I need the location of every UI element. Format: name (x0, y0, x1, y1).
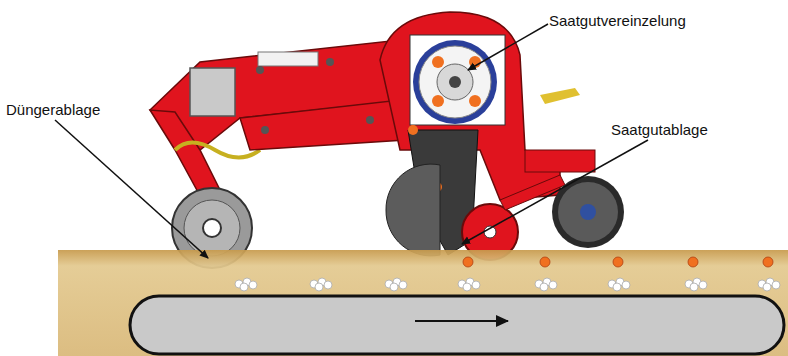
seed-grains (463, 257, 773, 267)
soil-band (58, 250, 788, 356)
direction-arrow (415, 320, 508, 322)
conveyor-belt (130, 296, 784, 354)
part-label: Saatgutablage (611, 121, 708, 139)
fertilizer-pellets (235, 278, 780, 291)
leader-line (462, 140, 648, 244)
part-label: Düngerablage (6, 101, 100, 119)
leader-line (55, 120, 208, 258)
leader-line (468, 24, 548, 70)
machine-frame (150, 12, 624, 268)
part-label: Saatgutvereinzelung (549, 12, 686, 30)
